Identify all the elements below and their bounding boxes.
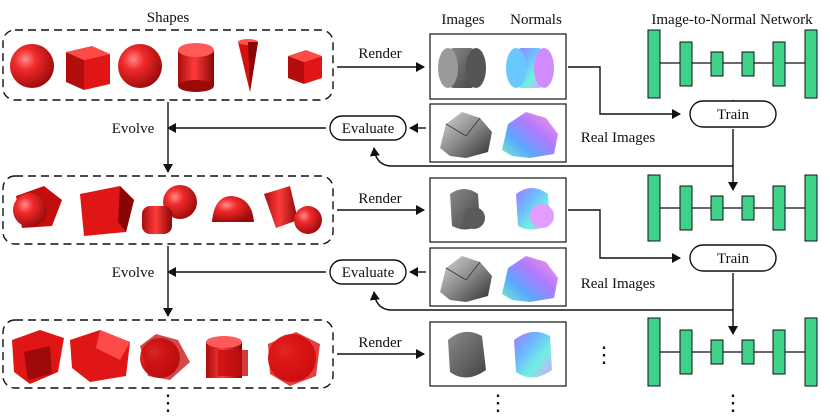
real-rock-image-2 [440, 256, 492, 302]
evolved-shape [206, 336, 248, 378]
cone-shape [238, 39, 258, 92]
network-header: Image-to-Normal Network [651, 12, 813, 28]
evolved-shape [264, 186, 322, 234]
evaluate-box-1 [329, 115, 407, 141]
evolved-shape [13, 186, 62, 228]
evolved-shape [70, 330, 130, 382]
real-rock-normal-1 [502, 112, 558, 158]
network-layer [772, 185, 786, 231]
network-layer [772, 329, 786, 375]
evolved-shape [12, 330, 64, 384]
normal-map-3 [514, 331, 552, 378]
images-to-train-arrow-1 [568, 66, 681, 119]
real-images-label-1: Real Images [581, 130, 656, 146]
network-1 [647, 29, 818, 99]
rendered-image-3 [448, 331, 486, 378]
train-box-1 [689, 100, 777, 128]
train-label-1: Train [717, 107, 749, 123]
network-layer [647, 317, 661, 387]
network-layer [710, 51, 724, 77]
network-to-evaluate-arrow-1 [369, 147, 733, 167]
images-to-train-arrow-2 [568, 209, 681, 263]
real-images-label-2: Real Images [581, 276, 656, 292]
evolved-shape [142, 185, 197, 234]
images-ellipsis: ⋮ [487, 390, 509, 415]
network-layer [647, 174, 661, 242]
cube-shape [66, 46, 110, 90]
train-label-2: Train [717, 251, 749, 267]
evolved-shape [140, 334, 190, 380]
render-label-2: Render [358, 191, 401, 207]
evaluate-label-1: Evaluate [342, 121, 395, 137]
train-box-2 [689, 244, 777, 272]
normals-header: Normals [510, 12, 562, 28]
network-layer [741, 51, 755, 77]
network-2 [647, 174, 818, 242]
network-ellipsis: ⋮ [722, 390, 744, 415]
normal-map-1 [506, 48, 554, 88]
shapes-row-3 [12, 330, 320, 386]
real-rock-normal-2 [502, 256, 558, 302]
render-label-1: Render [358, 46, 401, 62]
normal-map-2 [516, 188, 554, 230]
cylinder-shape [178, 43, 214, 92]
network-layer [710, 195, 724, 221]
evolved-shape [80, 186, 134, 236]
sphere-shape [118, 44, 162, 88]
shapes-ellipsis: ⋮ [157, 390, 179, 415]
render-label-3: Render [358, 335, 401, 351]
network-layer [647, 29, 661, 99]
network-layer [772, 41, 786, 87]
h-ellipsis: ⋮ [593, 342, 615, 367]
rendered-image-2 [450, 189, 485, 230]
shapes-header: Shapes [147, 10, 190, 26]
network-layer [710, 339, 724, 365]
evolved-shape [212, 196, 254, 222]
network-layer [679, 185, 693, 231]
network-layer [804, 317, 818, 387]
shapes-row-2 [13, 185, 322, 236]
network-layer [679, 329, 693, 375]
rendered-image-1 [438, 48, 486, 88]
network-layer [679, 41, 693, 87]
evaluate-box-2 [329, 259, 407, 285]
evolve-label-1: Evolve [112, 121, 155, 137]
shapes-box-3 [2, 319, 334, 389]
network-layer [804, 29, 818, 99]
evolved-shape [268, 332, 320, 386]
cube-shape [288, 50, 322, 84]
network-layer [741, 195, 755, 221]
network-layer [741, 339, 755, 365]
network-layer [804, 174, 818, 242]
network-3 [647, 317, 818, 387]
evaluate-label-2: Evaluate [342, 265, 395, 281]
network-to-evaluate-arrow-2 [369, 291, 733, 311]
shapes-row-1 [10, 39, 322, 92]
sphere-shape [10, 44, 54, 88]
images-header: Images [441, 12, 484, 28]
evolve-label-2: Evolve [112, 265, 155, 281]
real-rock-image-1 [440, 112, 492, 158]
shapes-box-2 [2, 175, 334, 245]
